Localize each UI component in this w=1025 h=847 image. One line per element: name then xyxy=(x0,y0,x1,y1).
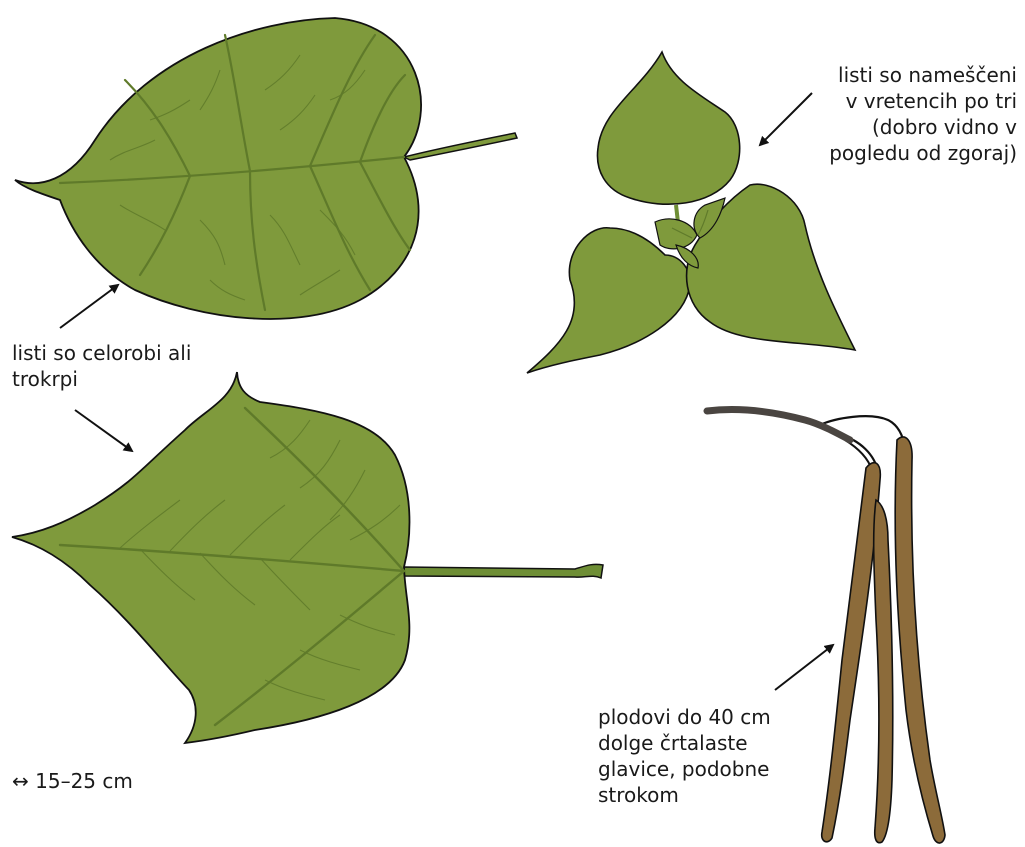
pod-1 xyxy=(822,463,881,842)
leaf-shape-label-line-2: trokrpi xyxy=(12,366,191,392)
size-label: ↔ 15–25 cm xyxy=(12,768,133,794)
fruit-label-line-3: glavice, podobne xyxy=(598,756,771,782)
whorl-label: listi so nameščeni v vretencih po tri (d… xyxy=(829,62,1017,166)
whorl-label-line-4: pogledu od zgoraj) xyxy=(829,140,1017,166)
fruit-label-line-2: dolge črtalaste xyxy=(598,730,771,756)
whorl-leaf-bottom-left xyxy=(527,228,690,373)
leaf-shape-label-line-1: listi so celorobi ali xyxy=(12,340,191,366)
whorl-label-line-2: v vretencih po tri xyxy=(829,88,1017,114)
fruit-label-line-1: plodovi do 40 cm xyxy=(598,704,771,730)
arrow-to-entire-leaf xyxy=(60,285,118,328)
arrow-to-lobed-leaf xyxy=(75,410,132,451)
fruit-label-line-4: strokom xyxy=(598,782,771,808)
whorl-label-line-3: (dobro vidno v xyxy=(829,114,1017,140)
arrow-to-whorl xyxy=(760,93,812,145)
fruit-label: plodovi do 40 cm dolge črtalaste glavice… xyxy=(598,704,771,808)
pod-2 xyxy=(874,500,893,843)
entire-leaf xyxy=(15,18,517,319)
pod-3 xyxy=(895,437,945,843)
arrow-to-pods xyxy=(775,645,833,690)
twig xyxy=(707,410,850,440)
whorl-leaf-top xyxy=(597,52,739,204)
whorl-label-line-1: listi so nameščeni xyxy=(829,62,1017,88)
leaf-shape-label: listi so celorobi ali trokrpi xyxy=(12,340,191,392)
lobed-leaf-blade xyxy=(12,372,409,743)
entire-leaf-petiole xyxy=(404,133,517,160)
whorl-bud-left xyxy=(655,219,697,249)
lobed-leaf-petiole xyxy=(404,564,603,578)
